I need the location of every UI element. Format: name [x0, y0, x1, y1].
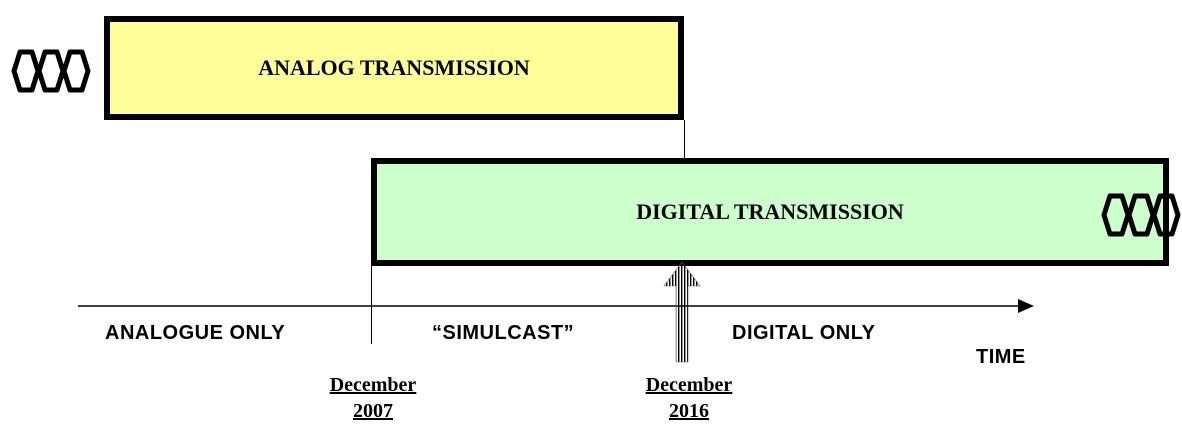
start-date-year: 2007: [353, 400, 393, 422]
digital-signal-icon: [1101, 193, 1181, 237]
digital-only-label: DIGITAL ONLY: [732, 322, 876, 344]
end-date-month: December: [645, 374, 733, 396]
end-date: December 2016: [616, 372, 762, 424]
analog-transmission-label: ANALOG TRANSMISSION: [258, 55, 530, 80]
start-date: December 2007: [300, 372, 446, 424]
analog-signal-icon: [11, 49, 91, 93]
switch-over-arrow: [663, 261, 701, 363]
analog-transmission-bar: ANALOG TRANSMISSION: [104, 16, 684, 120]
time-axis-arrow: [78, 299, 1034, 313]
start-date-month: December: [329, 374, 417, 396]
analogue-only-label: ANALOGUE ONLY: [105, 322, 286, 344]
digital-transmission-label: DIGITAL TRANSMISSION: [636, 199, 904, 224]
simulcast-label: “SIMULCAST”: [432, 322, 575, 344]
end-date-year: 2016: [669, 400, 709, 422]
time-axis-label: TIME: [976, 346, 1026, 368]
digital-transmission-bar: DIGITAL TRANSMISSION: [371, 158, 1169, 266]
analog-end-line: [684, 120, 685, 158]
start-date-line: [371, 266, 372, 344]
